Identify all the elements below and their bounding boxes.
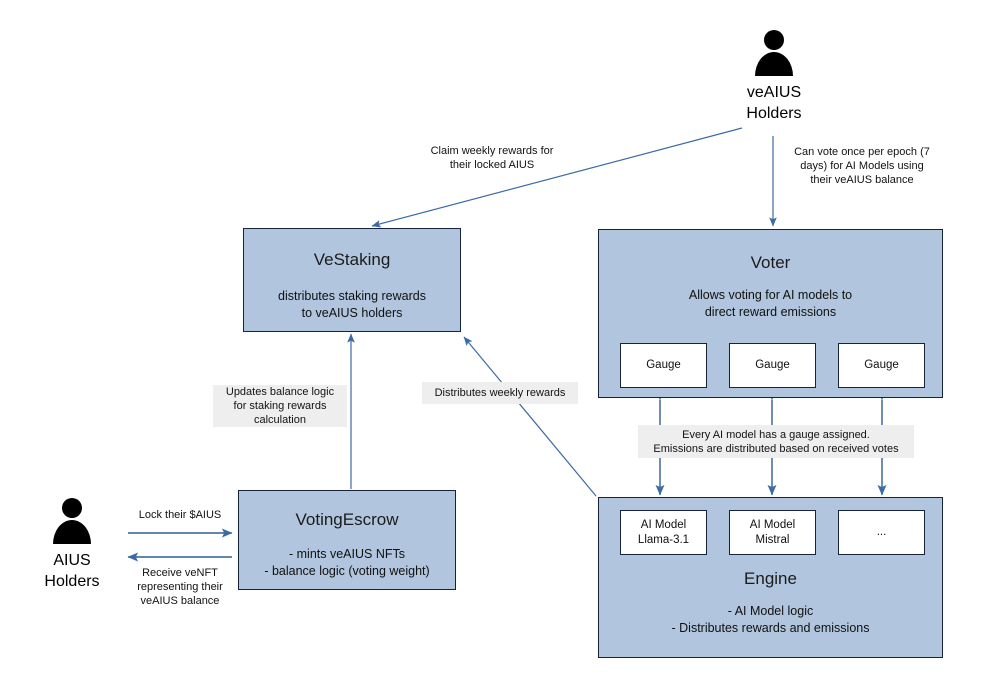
annotation-vote-once-per-epoch: Can vote once per epoch (7 days) for AI … <box>794 146 930 186</box>
arrow-claim-weekly-rewards <box>371 127 743 228</box>
gauge-label: Gauge <box>864 359 899 371</box>
actor-label: veAIUS Holders <box>746 84 802 122</box>
gauge-box-1[interactable]: Gauge <box>620 343 707 388</box>
ai-model-label: ... <box>876 526 887 538</box>
node-title: VotingEscrow <box>295 510 399 529</box>
node-vestaking[interactable]: VeStaking distributes staking rewards to… <box>243 228 461 332</box>
node-votingescrow[interactable]: VotingEscrow - mints veAIUS NFTs - balan… <box>238 490 456 590</box>
ai-model-box-2[interactable]: AI Model Mistral <box>729 510 816 555</box>
person-icon <box>751 30 797 76</box>
actor-aius-holders: AIUS Holders <box>22 498 122 592</box>
ai-model-label: AI Model Llama-3.1 <box>637 518 690 546</box>
actor-label: AIUS Holders <box>44 552 100 590</box>
node-description: - mints veAIUS NFTs - balance logic (vot… <box>264 547 430 578</box>
annotation-updates-balance-logic: Updates balance logic for staking reward… <box>213 385 347 427</box>
ai-model-box-1[interactable]: AI Model Llama-3.1 <box>620 510 707 555</box>
node-description: distributes staking rewards to veAIUS ho… <box>278 289 426 320</box>
node-title: Engine <box>744 569 797 588</box>
person-icon <box>49 498 95 544</box>
annotation-claim-weekly-rewards: Claim weekly rewards for their locked AI… <box>430 145 554 171</box>
ai-model-label: AI Model Mistral <box>749 518 796 546</box>
node-description: - AI Model logic - Distributes rewards a… <box>671 604 870 635</box>
annotation-distributes-weekly-rewards: Distributes weekly rewards <box>422 382 578 404</box>
ai-model-box-3[interactable]: ... <box>838 510 925 555</box>
node-description: Allows voting for AI models to direct re… <box>688 288 853 319</box>
annotation-lock-their-aius: Lock their $AIUS <box>138 509 222 521</box>
node-title: Voter <box>750 253 791 272</box>
gauge-label: Gauge <box>755 359 790 371</box>
annotation-gauge-assignment: Every AI model has a gauge assigned. Emi… <box>638 425 914 458</box>
gauge-label: Gauge <box>646 359 681 371</box>
node-title: VeStaking <box>313 250 391 269</box>
gauge-box-3[interactable]: Gauge <box>838 343 925 388</box>
gauge-box-2[interactable]: Gauge <box>729 343 816 388</box>
annotation-receive-venft: Receive veNFT representing their veAIUS … <box>137 567 223 607</box>
arrow-distributes-weekly-rewards <box>463 336 597 497</box>
actor-veaius-holders: veAIUS Holders <box>722 30 826 124</box>
